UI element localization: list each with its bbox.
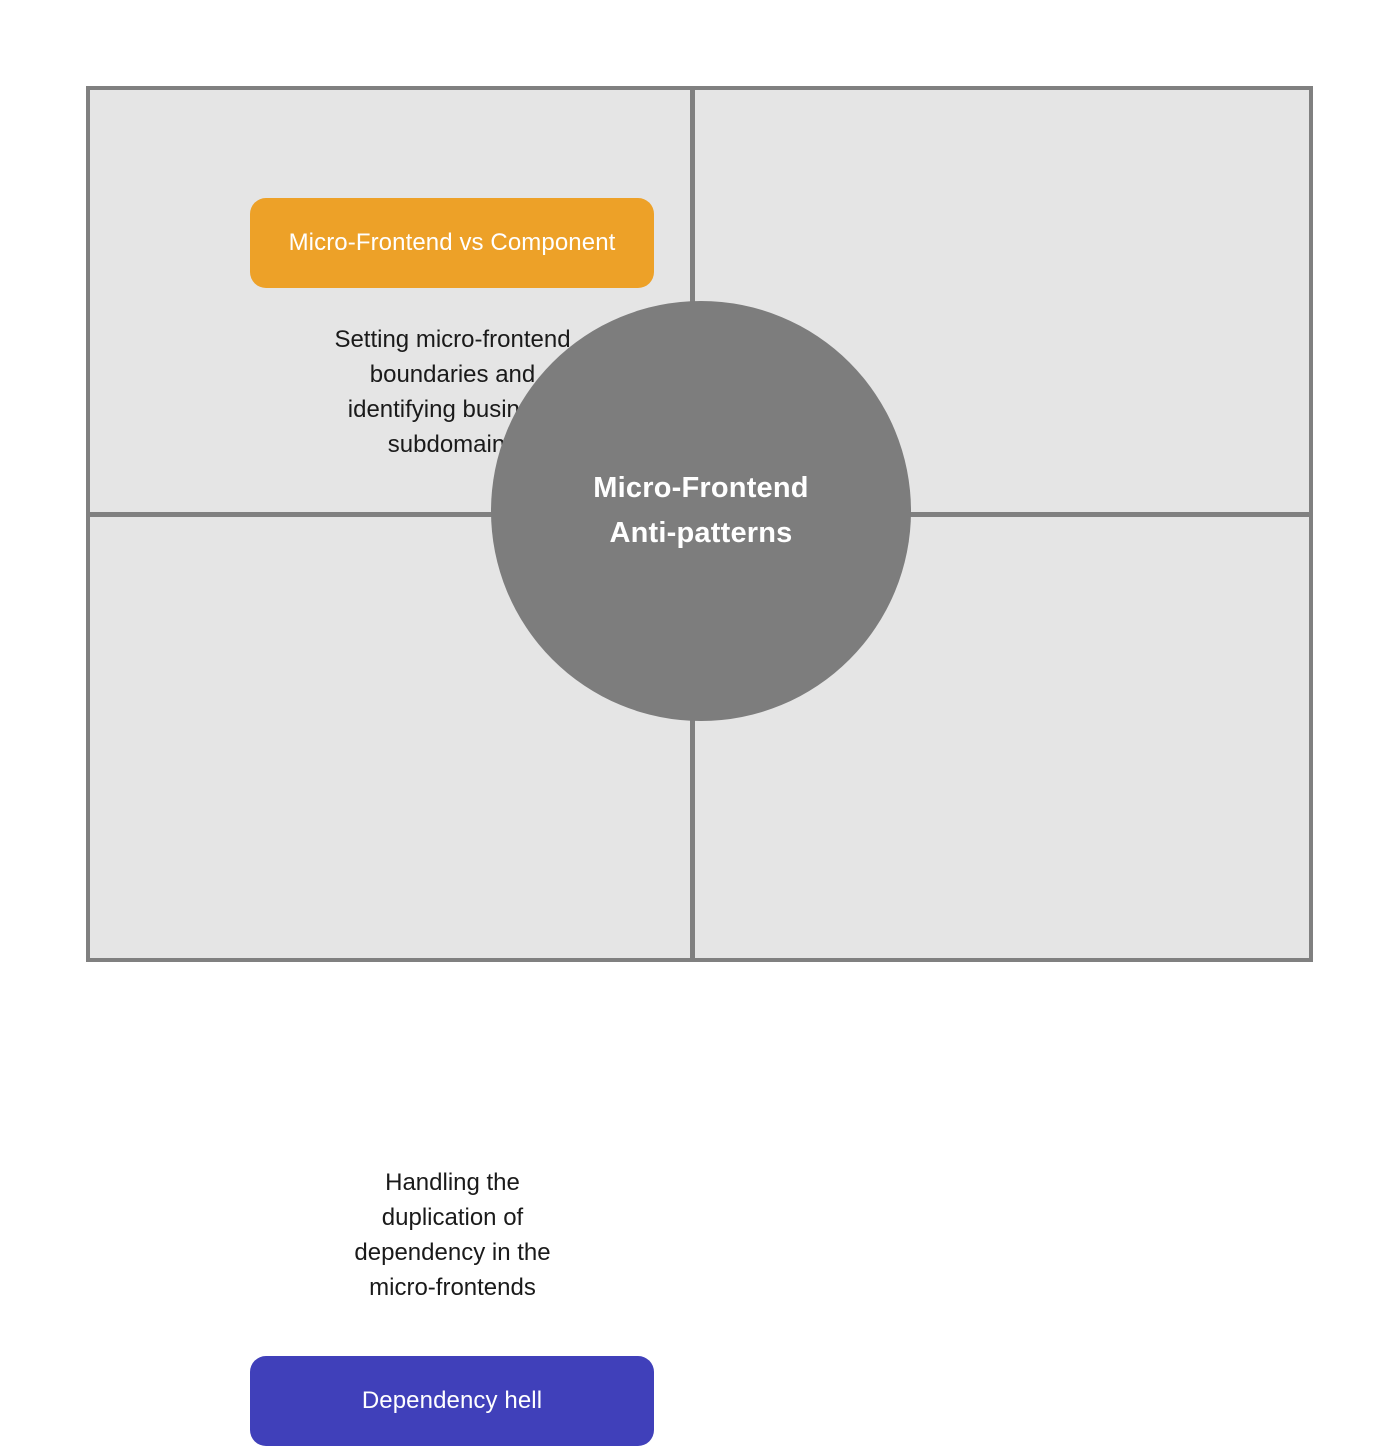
pill-dependency-hell[interactable]: Dependency hell	[250, 1356, 654, 1446]
description-bottom-left: Handling the duplication of dependency i…	[354, 1169, 551, 1301]
diagram-root: Micro-Frontend vs Component Setting micr…	[86, 86, 1313, 1446]
center-title-line-1: Micro-Frontend	[593, 472, 809, 504]
center-hub-circle: Micro-Frontend Anti-patterns	[491, 301, 911, 721]
quadrant-top-left: Micro-Frontend vs Component Setting micr…	[90, 90, 690, 512]
pill-micro-frontend-vs-component[interactable]: Micro-Frontend vs Component	[250, 198, 654, 288]
center-title-line-2: Anti-patterns	[609, 517, 793, 549]
